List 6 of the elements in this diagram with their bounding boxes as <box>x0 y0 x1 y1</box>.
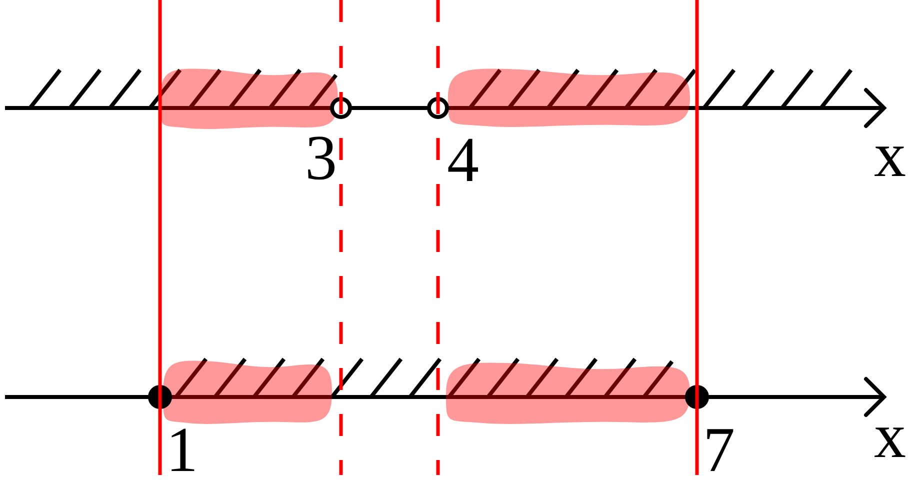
point-label: 7 <box>703 418 735 482</box>
point-label: 3 <box>305 126 337 190</box>
point-label: 1 <box>166 418 198 482</box>
point-label: 4 <box>447 128 479 192</box>
axis-label: x <box>874 123 906 187</box>
axis-label: x <box>874 404 906 468</box>
